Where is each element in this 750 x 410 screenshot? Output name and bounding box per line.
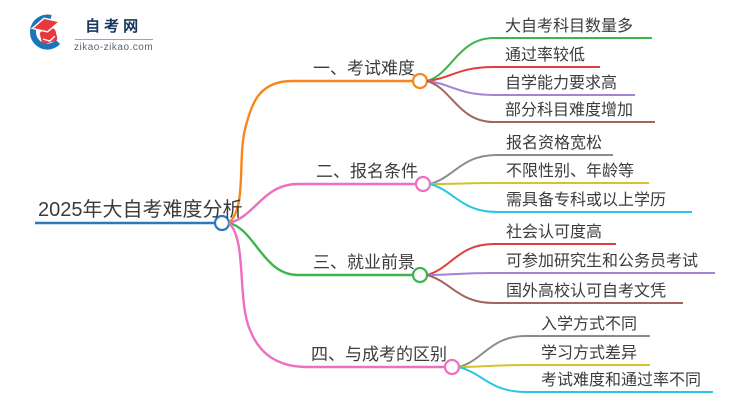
- branch-4-child-1-label: 入学方式不同: [541, 316, 638, 334]
- branch-3-node-circle: [411, 266, 429, 284]
- root-node-label: 2025年大自考难度分析: [38, 199, 243, 221]
- branch-3-child-2-label: 可参加研究生和公务员考试: [506, 253, 699, 271]
- logo-text-block: 自考网 zikao-zikao.com: [74, 15, 153, 53]
- branch-2-child-3-connector: [429, 183, 692, 213]
- branch-1-child-3-label: 自学能力要求高: [505, 75, 618, 93]
- site-name: 自考网: [85, 18, 143, 35]
- branch-1-child-2-label: 通过率较低: [505, 47, 586, 65]
- branch-1-child-4-connector: [426, 80, 655, 123]
- branch-4-child-3-connector: [458, 366, 713, 393]
- branch-4-child-3-label: 考试难度和通过率不同: [541, 372, 702, 390]
- branch-2-child-2-label: 不限性别、年龄等: [506, 163, 635, 181]
- branch-3-child-2-connector: [426, 272, 715, 276]
- branch-2-child-2-connector: [429, 182, 649, 185]
- branch-4-node-circle: [443, 358, 461, 376]
- branch-3-child-1-label: 社会认可度高: [506, 224, 603, 242]
- branch-4-connector: [228, 222, 447, 369]
- branch-1-child-1-connector: [426, 37, 652, 82]
- branch-2-child-1-label: 报名资格宽松: [506, 135, 603, 153]
- branch-4-child-2-label: 学习方式差异: [541, 345, 638, 363]
- branch-1-child-2-connector: [426, 66, 600, 82]
- branch-2-label: 二、报名条件: [316, 162, 418, 182]
- branch-1-label: 一、考试难度: [313, 59, 415, 79]
- branch-1-child-4-label: 部分科目难度增加: [505, 102, 634, 120]
- branch-4-child-1-connector: [458, 335, 650, 368]
- branch-1-child-1-label: 大自考科目数量多: [505, 18, 634, 36]
- branch-4-label: 四、与成考的区别: [311, 345, 447, 365]
- branch-3-child-3-connector: [426, 274, 683, 304]
- branch-3-connector: [228, 221, 413, 277]
- branch-2-child-3-label: 需具备专科或以上学历: [506, 192, 667, 210]
- branch-3-child-3-label: 国外高校认可自考文凭: [506, 283, 667, 301]
- logo-divider: [74, 39, 153, 40]
- branch-2-child-1-connector: [429, 154, 613, 185]
- branch-3-child-1-connector: [426, 243, 616, 276]
- graduation-cap-icon: [29, 14, 61, 50]
- site-url: zikao-zikao.com: [74, 42, 154, 53]
- branch-2-node-circle: [414, 175, 432, 193]
- branch-1-node-circle: [411, 72, 429, 90]
- branch-1-child-3-connector: [426, 80, 635, 96]
- branch-3-label: 三、就业前景: [313, 253, 415, 273]
- site-logo: 自考网 zikao-zikao.com: [28, 12, 153, 56]
- branch-1-connector: [228, 79, 413, 224]
- branch-4-child-2-connector: [458, 364, 650, 368]
- branch-2-connector: [228, 182, 416, 225]
